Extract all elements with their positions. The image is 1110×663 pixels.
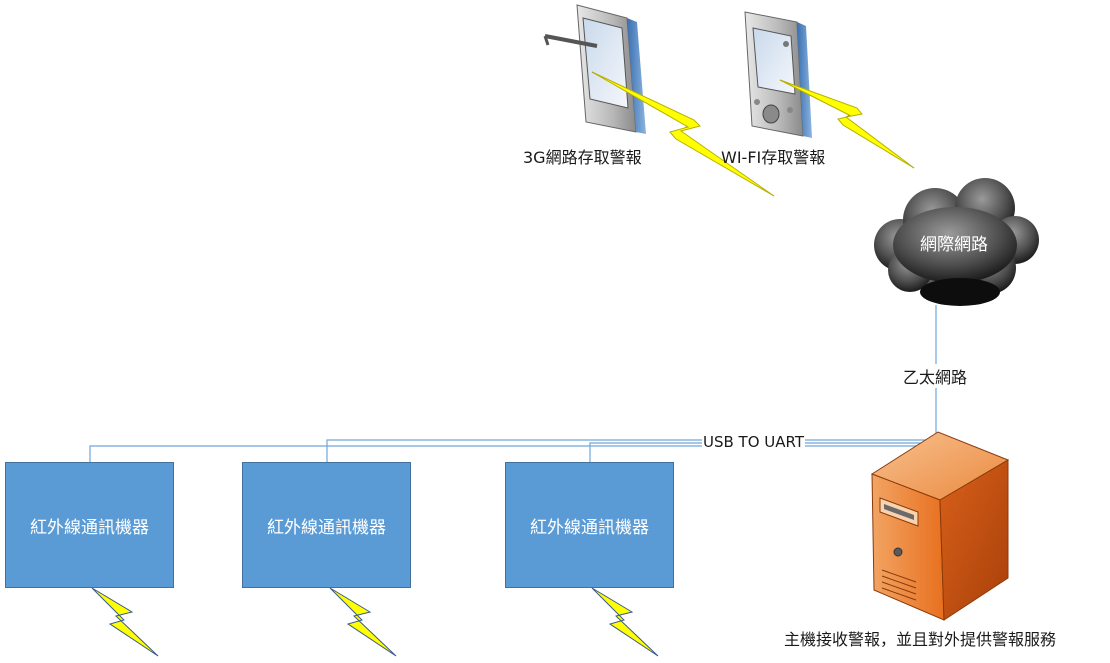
pda-wifi-label: WI-FI存取警報: [721, 148, 826, 167]
ir-unit-2: 紅外線通訊機器: [242, 462, 411, 588]
lightning-bolt-icon: [591, 587, 659, 657]
ir-unit-3: 紅外線通訊機器: [505, 462, 674, 588]
bus-label: USB TO UART: [702, 433, 806, 451]
cloud-label: 網際網路: [920, 235, 988, 255]
ir-unit-label: 紅外線通訊機器: [30, 517, 149, 538]
ethernet-label: 乙太網路: [901, 364, 970, 388]
lightning-bolt-icon: [91, 587, 159, 657]
server-label: 主機接收警報，並且對外提供警報服務: [784, 630, 1057, 649]
ir-unit-label: 紅外線通訊機器: [267, 517, 386, 538]
server-tower-icon: [870, 431, 1010, 621]
wireless-link-3g: [591, 71, 775, 197]
pda-with-stylus-icon: [543, 4, 646, 134]
wireless-link-wifi: [779, 79, 915, 169]
lightning-bolt-icon: [329, 587, 397, 657]
pda-3g-label: 3G網路存取警報: [523, 148, 642, 167]
pda-icon: [744, 11, 812, 138]
ir-unit-label: 紅外線通訊機器: [530, 517, 649, 538]
usb-uart-bus: [89, 439, 937, 462]
cloud-icon: [874, 178, 1039, 306]
ir-unit-1: 紅外線通訊機器: [5, 462, 174, 588]
